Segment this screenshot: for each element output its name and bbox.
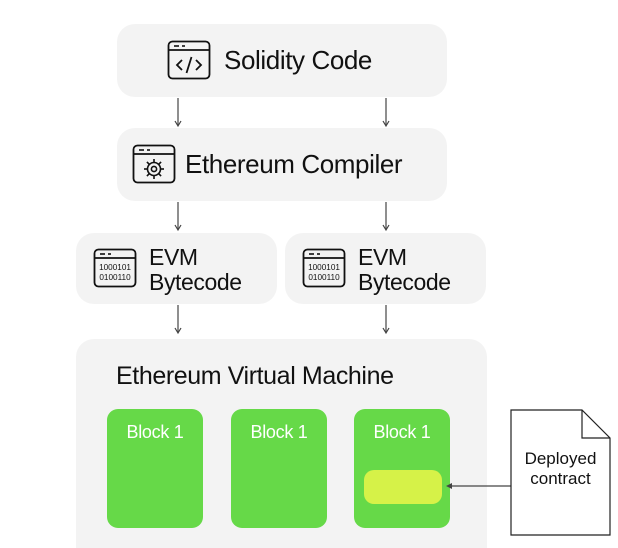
bytecode-icon-line-2: 0100110 <box>308 273 340 282</box>
evm-bytecode-node-right: 1000101 0100110 EVM Bytecode <box>285 233 486 304</box>
bytecode-icon-line-1: 1000101 <box>308 263 340 272</box>
solidity-code-node: Solidity Code <box>117 24 447 97</box>
bytecode-icon-line-1: 1000101 <box>99 263 131 272</box>
deployed-contract-document: Deployed contract <box>510 409 611 536</box>
block-3: Block 1 <box>354 409 450 528</box>
bytecode-icon-line-2: 0100110 <box>99 273 131 282</box>
block-2: Block 1 <box>231 409 327 528</box>
arrow-solidity-to-compiler-right <box>380 98 392 128</box>
evm-bytecode-node-left: 1000101 0100110 EVM Bytecode <box>76 233 277 304</box>
binary-window-icon: 1000101 0100110 <box>302 248 346 288</box>
deployed-contract-line-1: Deployed <box>524 449 597 468</box>
block-label: Block 1 <box>373 422 431 442</box>
deployed-contract-label: Deployed contract <box>510 449 611 489</box>
evm-bytecode-subtitle-left: Bytecode <box>149 269 242 295</box>
evm-bytecode-title-right: EVM <box>358 244 407 270</box>
arrow-compiler-to-bytecode-right <box>380 202 392 232</box>
evm-panel-title: Ethereum Virtual Machine <box>116 362 394 390</box>
ethereum-compiler-label: Ethereum Compiler <box>185 149 403 179</box>
block-1: Block 1 <box>107 409 203 528</box>
ethereum-compiler-node: Ethereum Compiler <box>117 128 447 201</box>
arrow-bytecode-to-evm-right <box>380 305 392 335</box>
deployed-contract-slot <box>364 470 442 504</box>
arrow-bytecode-to-evm-left <box>172 305 184 335</box>
binary-window-icon: 1000101 0100110 <box>93 248 137 288</box>
document-icon <box>510 409 611 536</box>
evm-bytecode-subtitle-right: Bytecode <box>358 269 451 295</box>
evm-bytecode-title-left: EVM <box>149 244 198 270</box>
deployed-contract-line-2: contract <box>530 469 591 488</box>
code-window-icon <box>167 40 211 80</box>
document-connector-arrow <box>445 480 511 492</box>
block-label: Block 1 <box>250 422 308 442</box>
arrow-compiler-to-bytecode-left <box>172 202 184 232</box>
gear-window-icon <box>132 144 176 184</box>
solidity-code-label: Solidity Code <box>224 45 372 75</box>
block-label: Block 1 <box>126 422 184 442</box>
arrow-solidity-to-compiler-left <box>172 98 184 128</box>
